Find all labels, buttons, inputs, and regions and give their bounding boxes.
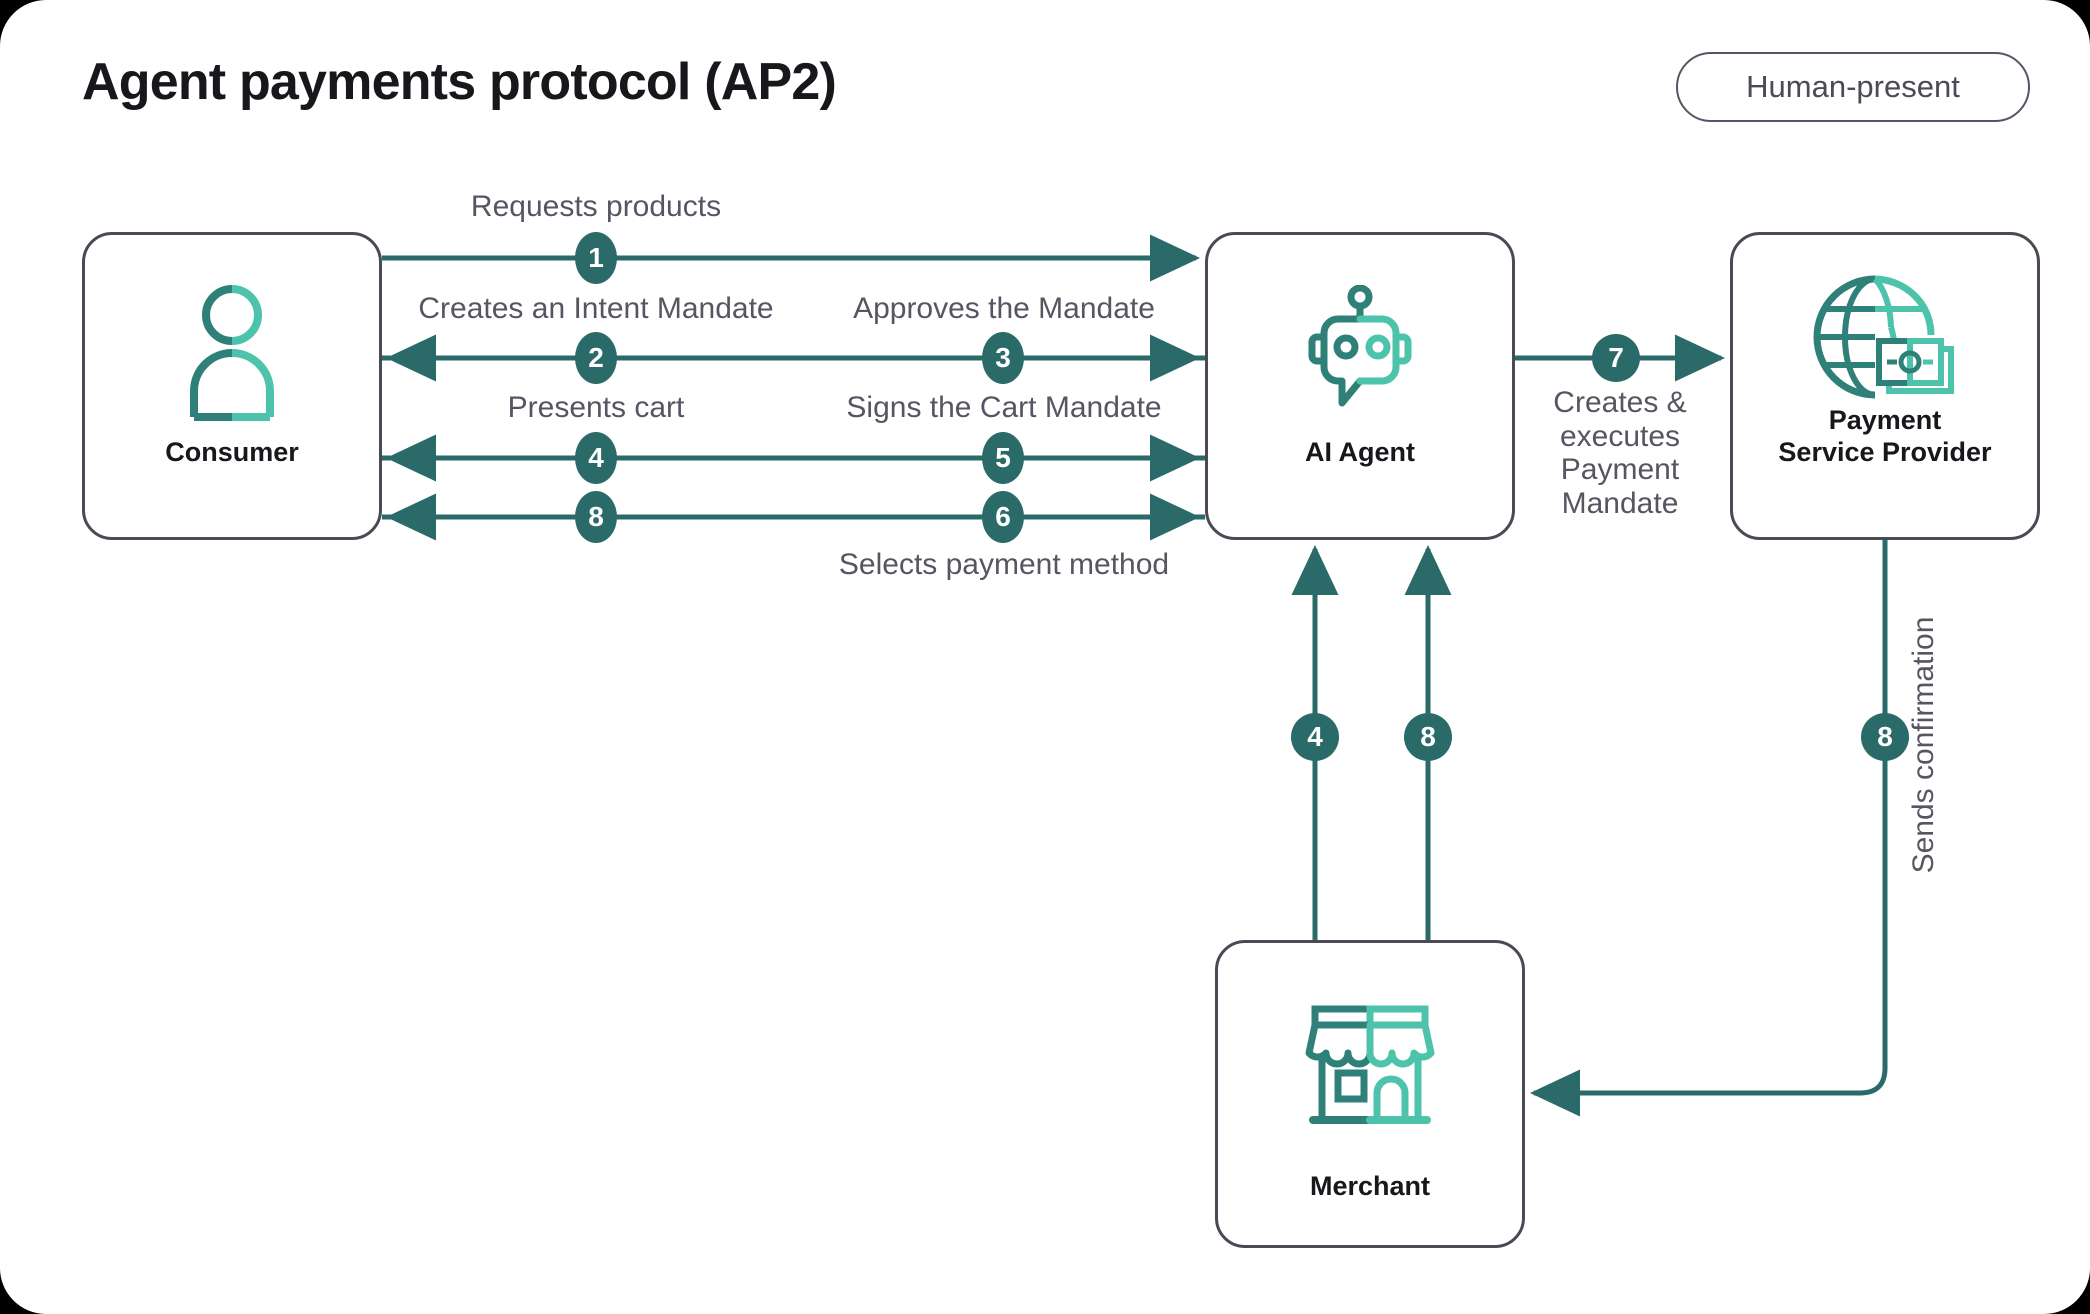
- storefront-icon: [1305, 1005, 1435, 1138]
- robot-icon: [1292, 284, 1428, 420]
- node-merchant-label: Merchant: [1309, 1171, 1431, 1201]
- step-badge-4: 4: [575, 432, 617, 484]
- step-badge-1: 1: [575, 232, 617, 284]
- step-badge-8-vertical: 8: [1404, 713, 1452, 761]
- step-badge-3: 3: [982, 332, 1024, 384]
- edge-label-selects-payment-method: Selects payment method: [838, 548, 1170, 581]
- node-psp-label-line2: Service Provider: [1778, 436, 1992, 467]
- step-badge-5: 5: [982, 432, 1024, 484]
- edge-label-approves-the-mandate: Approves the Mandate: [853, 292, 1155, 325]
- edge-label-line-2: executes: [1559, 419, 1681, 453]
- page-title: Agent payments protocol (AP2): [82, 53, 837, 111]
- edge-label-creates-executes-payment-mandate: Creates & executes Payment Mandate: [1540, 386, 1700, 520]
- node-psp-label-line1: Payment: [1828, 405, 1942, 435]
- edge-label-sends-confirmation: Sends confirmation: [1907, 616, 1940, 874]
- mode-badge: Human-present: [1676, 52, 2030, 122]
- node-agent[interactable]: AI Agent: [1205, 232, 1515, 540]
- node-consumer[interactable]: Consumer: [82, 232, 382, 540]
- step-badge-7: 7: [1592, 334, 1640, 382]
- step-badge-2: 2: [575, 332, 617, 384]
- edge-label-creates-intent-mandate: Creates an Intent Mandate: [418, 292, 774, 325]
- step-badge-8-left: 8: [575, 491, 617, 543]
- step-badge-6: 6: [982, 491, 1024, 543]
- globe-money-icon: [1811, 273, 1959, 410]
- node-merchant[interactable]: Merchant: [1215, 940, 1525, 1248]
- step-badge-4-vertical: 4: [1291, 713, 1339, 761]
- step-badge-8-psp: 8: [1861, 713, 1909, 761]
- node-agent-label: AI Agent: [1305, 437, 1415, 467]
- mode-badge-label: Human-present: [1746, 69, 1960, 104]
- edge-label-requests-products: Requests products: [470, 190, 722, 223]
- edge-label-presents-cart: Presents cart: [507, 391, 685, 424]
- edge-label-line-1: Creates &: [1553, 386, 1687, 419]
- node-psp[interactable]: Payment Service Provider: [1730, 232, 2040, 540]
- edge-label-signs-cart-mandate: Signs the Cart Mandate: [846, 391, 1162, 424]
- node-consumer-label: Consumer: [165, 437, 299, 467]
- edge-label-line-4: Mandate: [1561, 486, 1679, 520]
- edge-label-line-3: Payment: [1560, 453, 1680, 487]
- person-icon: [176, 283, 288, 428]
- node-psp-label: Payment Service Provider: [1733, 405, 2037, 469]
